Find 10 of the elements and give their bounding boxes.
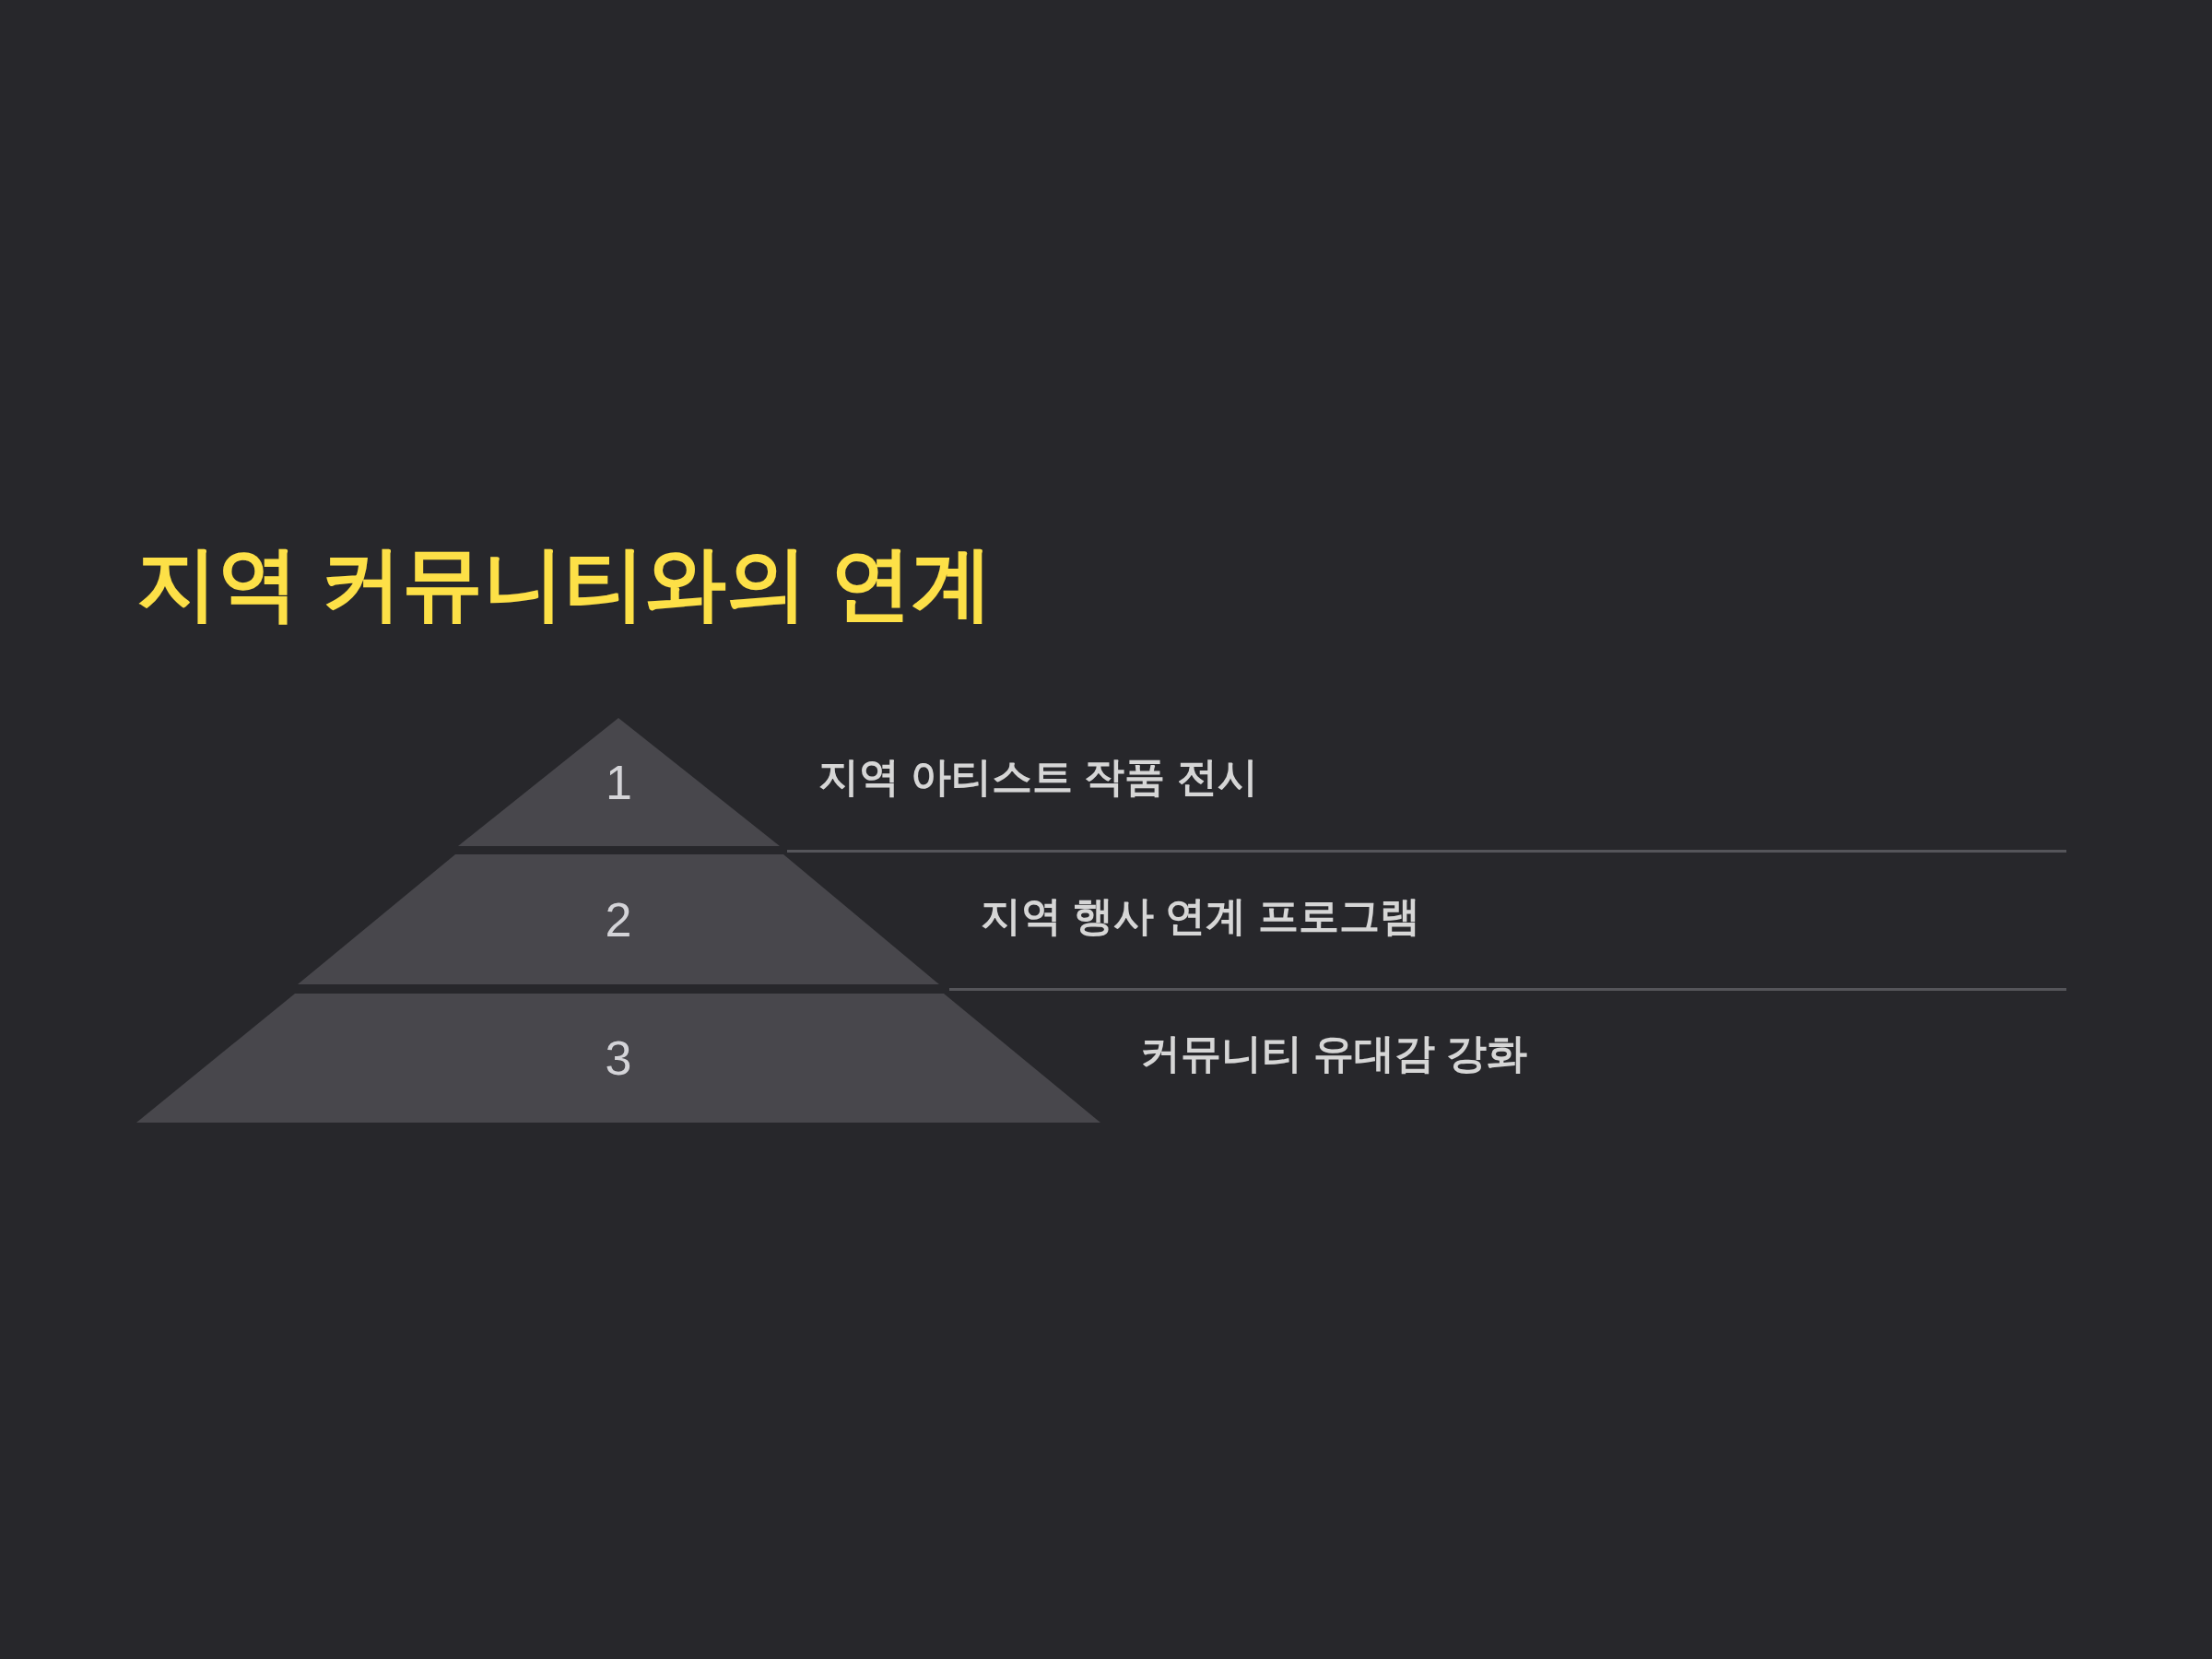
layer-number: 3: [605, 1034, 632, 1082]
pyramid-layer: [458, 718, 780, 846]
layer-description: 커뮤니티 유대감 강화: [1140, 1029, 1528, 1077]
layer-number: 1: [606, 758, 632, 806]
pyramid-layer: [298, 854, 939, 984]
layer-description: 지역 아티스트 작품 전시: [818, 752, 1258, 801]
layer-description: 지역 행사 연계 프로그램: [981, 891, 1420, 940]
pyramid-layer: [136, 994, 1100, 1123]
title: 지역 커뮤니티와의 연계: [136, 536, 993, 630]
layer-number: 2: [605, 895, 632, 944]
